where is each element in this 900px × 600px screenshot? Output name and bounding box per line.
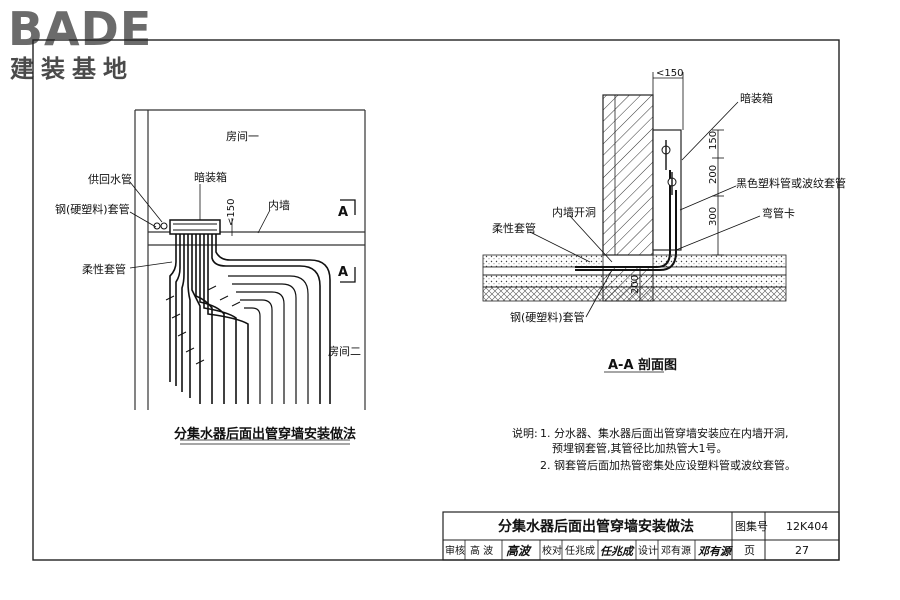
wall-opening-label: 内墙开洞 <box>552 205 596 219</box>
brand-subtitle: 建装基地 <box>10 55 134 83</box>
pipe-clip-label: 弯管卡 <box>762 206 795 220</box>
flexible-sleeve-label: 柔性套管 <box>82 262 126 276</box>
black-pipe-label: 黑色塑料管或波纹套管 <box>736 176 846 190</box>
title-block: 分集水器后面出管穿墙安装做法 图集号 12K404 审核 高 波 高波 校对 任… <box>442 511 840 561</box>
title-block-title: 分集水器后面出管穿墙安装做法 <box>498 518 694 535</box>
section-mark-top: A <box>338 205 348 220</box>
notes-intro: 说明: <box>512 426 538 440</box>
room-two-label: 房间二 <box>328 345 361 358</box>
designer-name: 邓有源 <box>661 544 691 557</box>
brand-logo: BADE 建装基地 <box>8 6 178 86</box>
check-label: 校对 <box>542 544 562 557</box>
steel-sleeve-label: 钢(硬塑料)套管 <box>55 202 130 216</box>
section-flexible-sleeve-label: 柔性套管 <box>492 221 536 235</box>
section-wall <box>602 94 654 256</box>
plan-view: 房间一 房间二 供回水管 暗装箱 钢(硬塑料)套管 内墙 柔性套管 A A <1… <box>55 109 366 445</box>
plan-caption: 分集水器后面出管穿墙安装做法 <box>174 426 356 442</box>
section-mark-bottom: A <box>338 265 348 280</box>
page-label: 页 <box>744 544 755 557</box>
atlas-number: 12K404 <box>786 520 828 533</box>
section-box-label: 暗装箱 <box>740 91 773 105</box>
supply-return-pipe-label: 供回水管 <box>88 172 132 186</box>
manifold-box <box>169 219 221 235</box>
section-caption: A-A 剖面图 <box>608 357 677 373</box>
brand-name: BADE <box>8 2 153 56</box>
designer-signature: 邓有源 <box>698 545 733 558</box>
concealed-box-label: 暗装箱 <box>194 170 227 184</box>
drawing-frame <box>32 39 840 561</box>
section-view: <150 暗装箱 150 200 黑色塑料管或波纹套管 弯管卡 300 柔性套管… <box>482 68 846 373</box>
section-dim-150: 150 <box>708 131 719 150</box>
notes-line-3: 2. 钢套管后面加热管密集处应设塑料管或波纹套管。 <box>540 458 796 472</box>
section-dim-300: 300 <box>708 207 719 226</box>
reviewer-signature: 高波 <box>506 544 532 558</box>
design-label: 设计 <box>638 544 658 557</box>
inner-wall-label: 内墙 <box>268 198 290 212</box>
review-label: 审核 <box>445 544 465 557</box>
notes: 说明: 1. 分水器、集水器后面出管穿墙安装应在内墙开洞, 预埋钢套管,其管径比… <box>512 426 796 472</box>
notes-line-2: 预埋钢套管,其管径比加热管大1号。 <box>552 441 728 455</box>
checker-name: 任兆成 <box>565 544 595 557</box>
section-dim-top: <150 <box>656 68 683 79</box>
reviewer-name: 高 波 <box>470 544 493 557</box>
page-number: 27 <box>795 544 809 557</box>
notes-line-1: 1. 分水器、集水器后面出管穿墙安装应在内墙开洞, <box>540 426 789 440</box>
room-one-label: 房间一 <box>226 130 259 143</box>
atlas-label: 图集号 <box>735 519 768 533</box>
checker-signature: 任兆成 <box>600 545 635 558</box>
section-dim-200-low: 200 <box>630 275 641 294</box>
section-steel-sleeve-label: 钢(硬塑料)套管 <box>510 310 585 324</box>
plan-dim-150: <150 <box>226 199 237 226</box>
section-dim-200: 200 <box>708 165 719 184</box>
